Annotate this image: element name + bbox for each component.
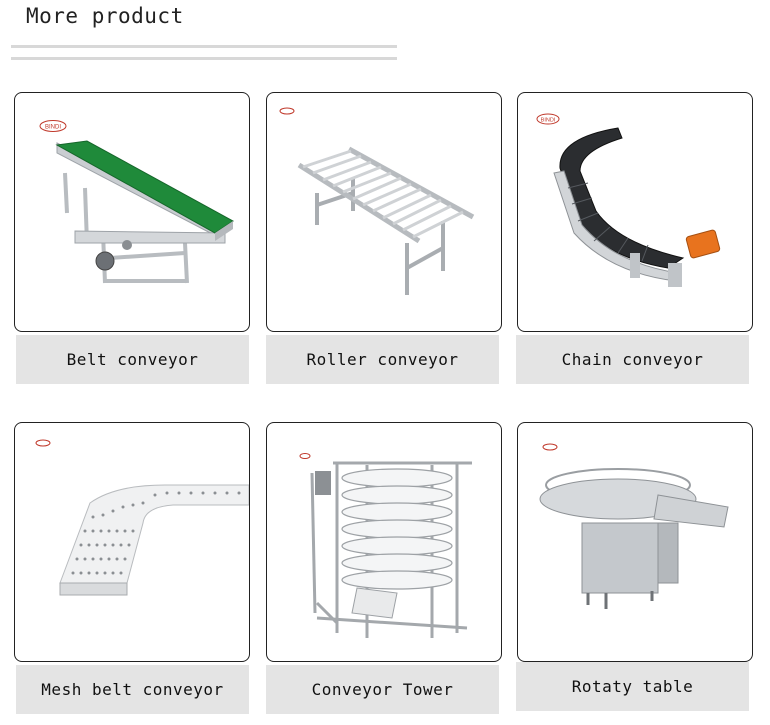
roller-conveyor-icon (297, 146, 475, 295)
svg-text:BINDI: BINDI (541, 118, 556, 124)
product-card-chain-conveyor[interactable]: BINDI (517, 92, 753, 332)
product-label-conveyor-tower[interactable]: Conveyor Tower (266, 665, 499, 714)
product-card-conveyor-tower[interactable] (266, 422, 502, 662)
brand-logo-icon (35, 439, 51, 447)
page-title: More product (26, 4, 184, 28)
brand-logo-icon: BINDI (536, 113, 560, 125)
mesh-belt-conveyor-icon (59, 484, 249, 596)
product-label-rotary-table[interactable]: Rotaty table (516, 662, 749, 711)
title-divider-top (11, 45, 397, 48)
title-divider-bottom (11, 57, 397, 60)
product-card-roller-conveyor[interactable] (266, 92, 502, 332)
product-label-roller-conveyor[interactable]: Roller conveyor (266, 335, 499, 384)
chain-conveyor-icon (553, 127, 721, 287)
brand-logo-icon (299, 453, 311, 459)
svg-text:BINDI: BINDI (45, 125, 61, 131)
product-label-mesh-belt-conveyor[interactable]: Mesh belt conveyor (16, 665, 249, 714)
conveyor-tower-icon (310, 461, 472, 638)
product-card-mesh-belt-conveyor[interactable] (14, 422, 250, 662)
rotary-table-icon (539, 468, 729, 609)
product-card-rotary-table[interactable] (517, 422, 753, 662)
brand-logo-icon (279, 107, 295, 115)
product-label-chain-conveyor[interactable]: Chain conveyor (516, 335, 749, 384)
brand-logo-icon: BINDI (39, 120, 67, 132)
product-label-belt-conveyor[interactable]: Belt conveyor (16, 335, 249, 384)
belt-conveyor-icon (55, 140, 234, 284)
brand-logo-icon (542, 443, 558, 451)
product-card-belt-conveyor[interactable]: BINDI (14, 92, 250, 332)
